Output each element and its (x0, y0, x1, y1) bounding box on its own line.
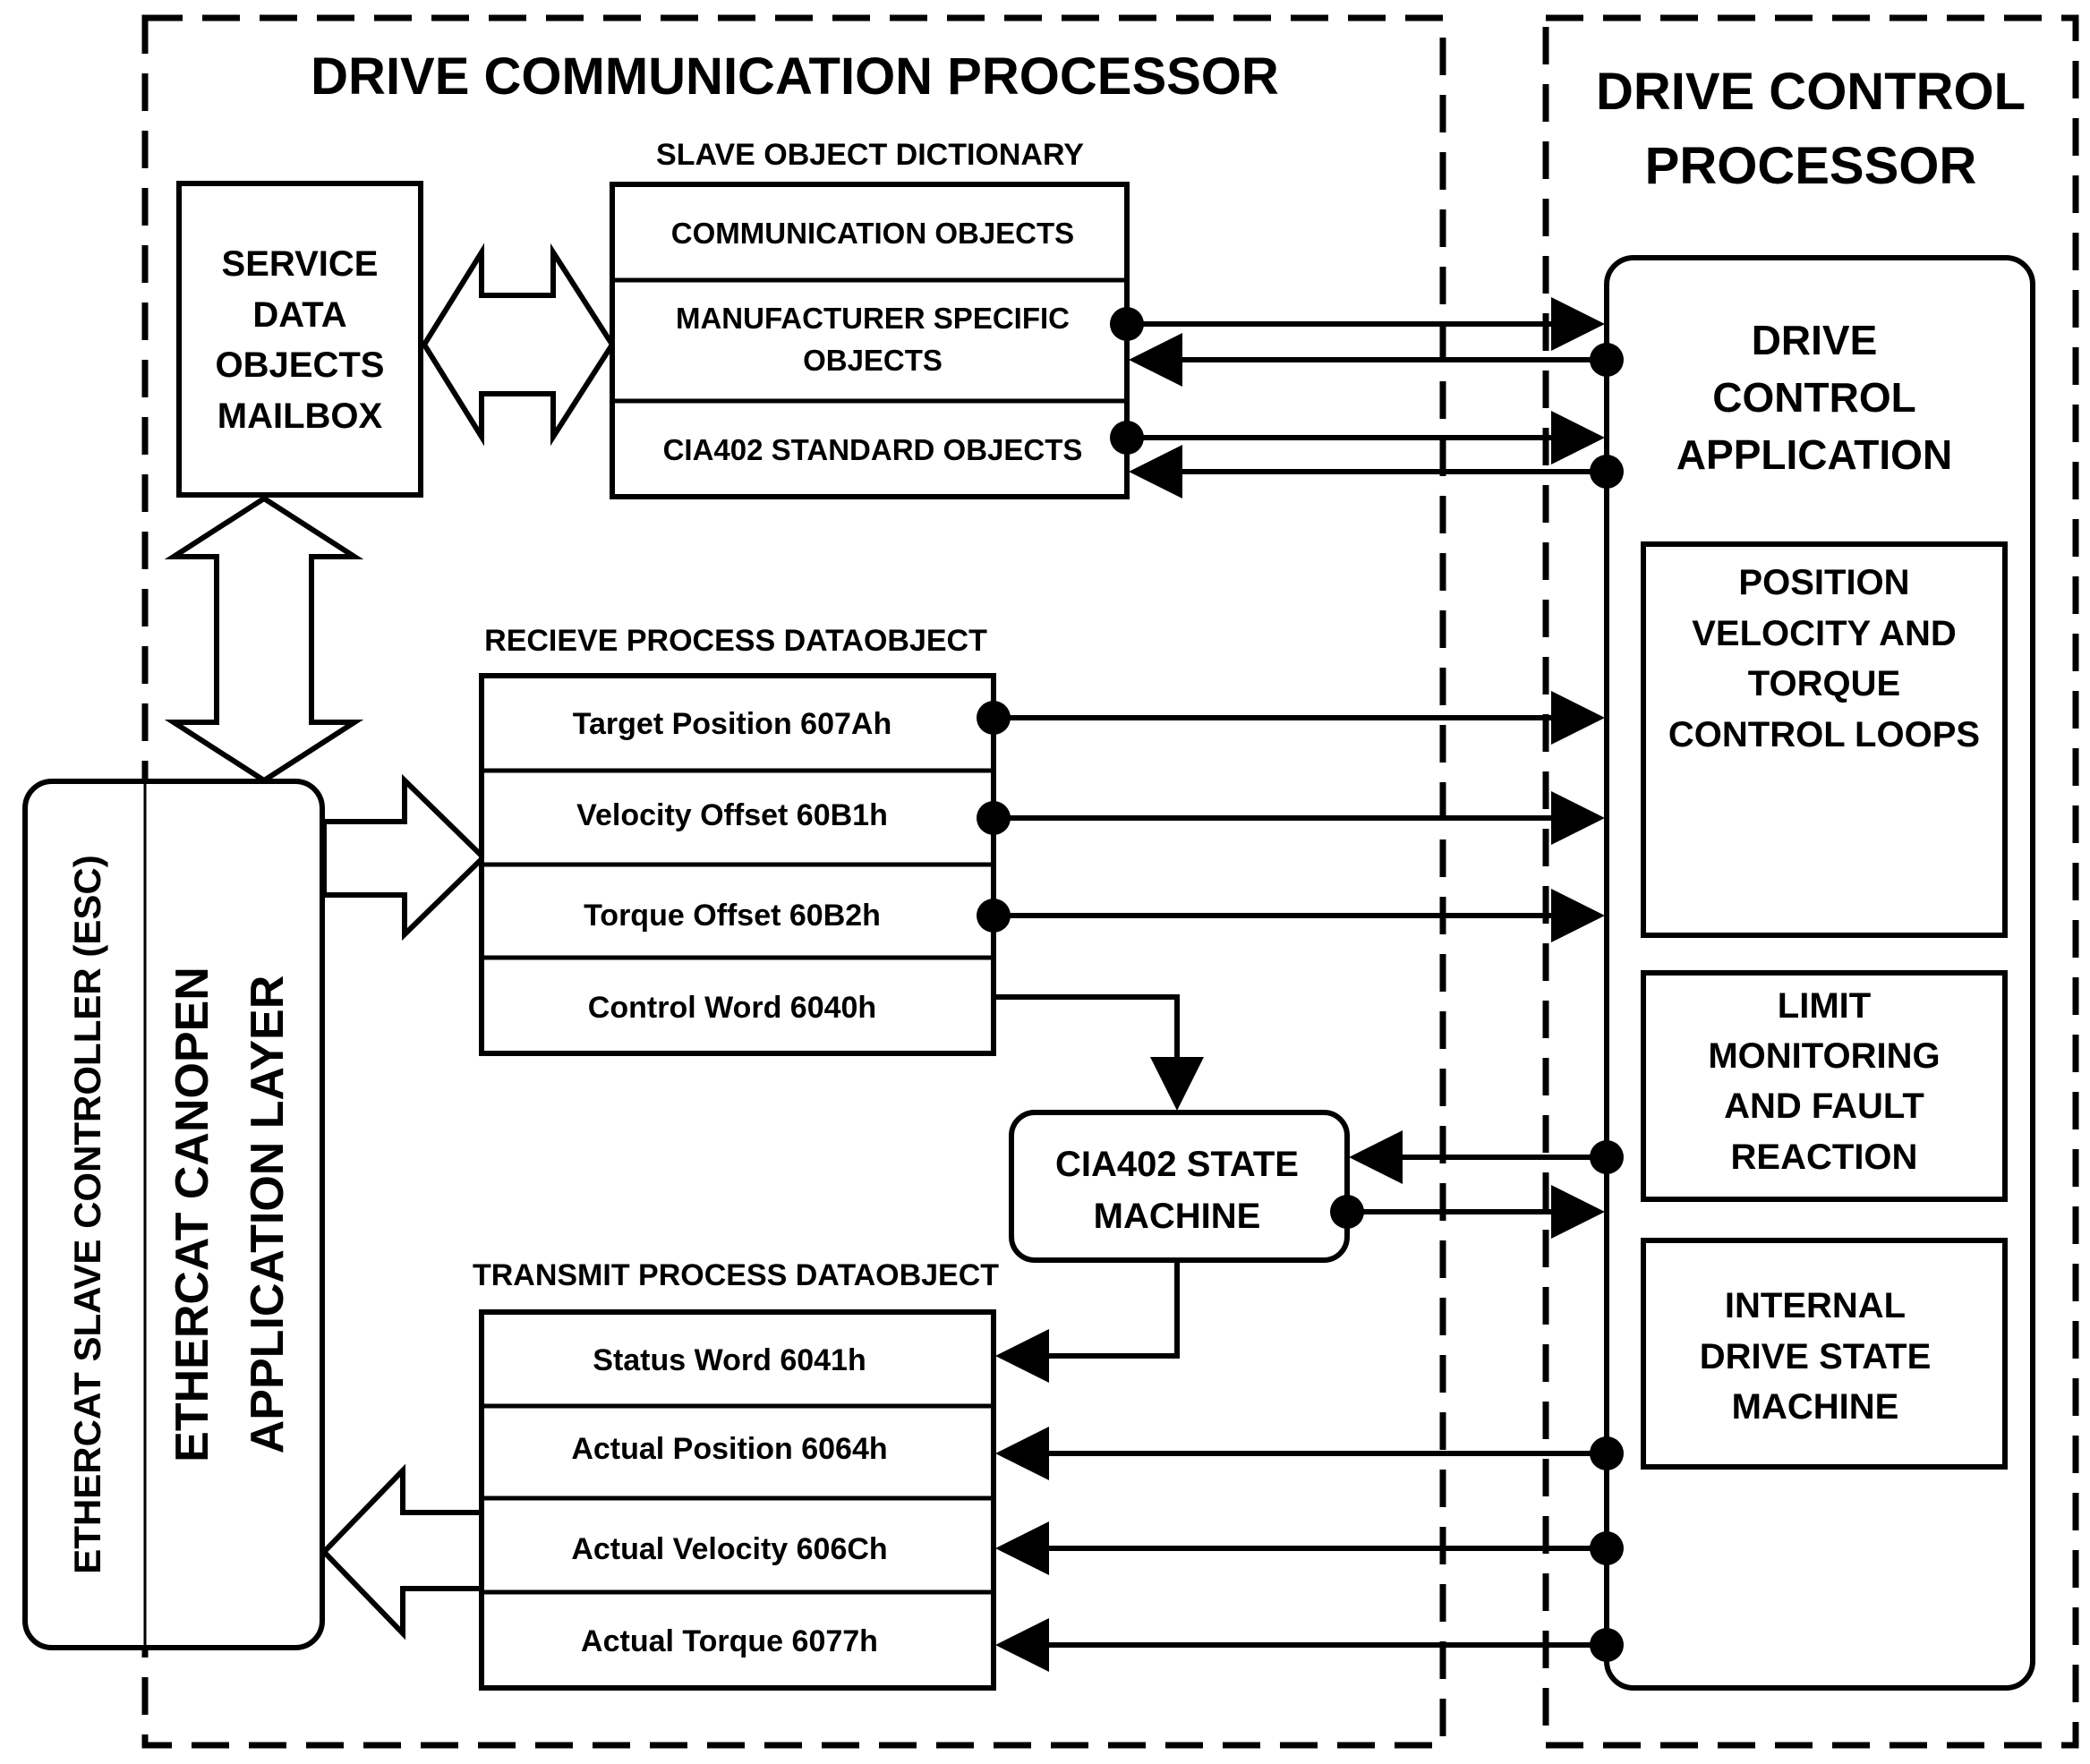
rxpdo-item-control-word: Control Word 6040h (588, 991, 876, 1025)
txpdo-connectors (995, 1427, 1607, 1672)
control-loops-box (1641, 541, 2008, 938)
application-line2: CONTROL (1712, 374, 1915, 421)
connector-dot (1110, 307, 1144, 341)
limit-line3: AND FAULT (1724, 1087, 1924, 1126)
txpdo-item-status-word: Status Word 6041h (593, 1343, 866, 1377)
rxpdo-item-velocity-offset: Velocity Offset 60B1h (576, 798, 888, 832)
txpdo-title: TRANSMIT PROCESS DATAOBJECT (473, 1258, 999, 1292)
loops-line3: TORQUE (1748, 664, 1900, 703)
esc-to-rxpdo-arrow (321, 773, 488, 942)
limit-monitoring-box (1641, 970, 2008, 1202)
application-line1: DRIVE (1752, 317, 1878, 363)
loops-line4: CONTROL LOOPS (1668, 715, 1980, 754)
internal-line1: INTERNAL (1725, 1286, 1906, 1325)
limit-line1: LIMIT (1778, 986, 1871, 1026)
internal-line3: MACHINE (1732, 1387, 1899, 1427)
internal-state-machine-box (1641, 1238, 2008, 1470)
drive-control-title-line2: PROCESSOR (1645, 137, 1977, 195)
mailbox-line3: OBJECTS (216, 345, 385, 385)
drive-comm-title: DRIVE COMMUNICATION PROCESSOR (311, 47, 1279, 106)
connector-dot (977, 701, 1011, 735)
esc-outer-label: ETHERCAT SLAVE CONTROLLER (ESC) (66, 855, 108, 1573)
connector-dot (1590, 1628, 1624, 1662)
rxpdo-item-target-position: Target Position 607Ah (573, 707, 891, 741)
rxpdo-item-torque-offset: Torque Offset 60B2h (584, 899, 881, 933)
state-machine-connectors (995, 1130, 1607, 1383)
connector-dot (1590, 343, 1624, 377)
connector-dot (977, 801, 1011, 835)
dictionary-manufacturer-line1: MANUFACTURER SPECIFIC (676, 302, 1070, 335)
connector-dot (977, 899, 1011, 933)
dictionary-manufacturer-line2: OBJECTS (803, 344, 943, 377)
connector-dot (1590, 455, 1624, 489)
state-machine-line2: MACHINE (1094, 1197, 1261, 1236)
application-line3: APPLICATION (1676, 431, 1952, 478)
state-machine-line1: CIA402 STATE (1055, 1145, 1299, 1184)
mailbox-dictionary-double-arrow (421, 243, 616, 447)
drive-control-processor-boundary (1542, 14, 2079, 1749)
limit-line2: MONITORING (1708, 1036, 1940, 1076)
txpdo-item-actual-position: Actual Position 6064h (571, 1432, 887, 1466)
mailbox-line4: MAILBOX (218, 396, 383, 436)
mailbox-line1: SERVICE (222, 244, 379, 284)
esc-inner-label-line1: ETHERCAT CANOPEN (166, 967, 218, 1462)
rxpdo-connectors (994, 691, 1605, 1111)
connector-dot (1590, 1436, 1624, 1470)
txpdo-item-actual-torque: Actual Torque 6077h (581, 1624, 878, 1658)
connector-dot (1330, 1195, 1364, 1229)
txpdo-item-actual-velocity: Actual Velocity 606Ch (571, 1532, 887, 1566)
mailbox-line2: DATA (252, 295, 346, 335)
connector-dot (1590, 1140, 1624, 1174)
dictionary-cia402: CIA402 STANDARD OBJECTS (663, 433, 1083, 466)
mailbox-esc-double-arrow (164, 495, 364, 784)
dictionary-box (610, 182, 1130, 499)
esc-box (22, 779, 325, 1650)
dictionary-comm-objects: COMMUNICATION OBJECTS (671, 217, 1074, 250)
esc-inner-label-line2: APPLICATION LAYER (242, 976, 294, 1454)
dictionary-title: SLAVE OBJECT DICTIONARY (656, 138, 1084, 172)
drive-control-title-line1: DRIVE CONTROL (1596, 63, 2026, 121)
sdo-mailbox-box (176, 181, 423, 498)
connector-dot (1590, 1531, 1624, 1565)
state-machine-box (1009, 1110, 1350, 1263)
connector-dot (1110, 421, 1144, 455)
internal-line2: DRIVE STATE (1700, 1337, 1932, 1376)
dictionary-connectors (1127, 297, 1607, 499)
txpdo-to-esc-arrow (320, 1463, 484, 1640)
limit-line4: REACTION (1731, 1138, 1918, 1177)
loops-line2: VELOCITY AND (1692, 614, 1957, 653)
loops-line1: POSITION (1738, 563, 1909, 602)
rxpdo-title: RECIEVE PROCESS DATAOBJECT (484, 624, 987, 658)
